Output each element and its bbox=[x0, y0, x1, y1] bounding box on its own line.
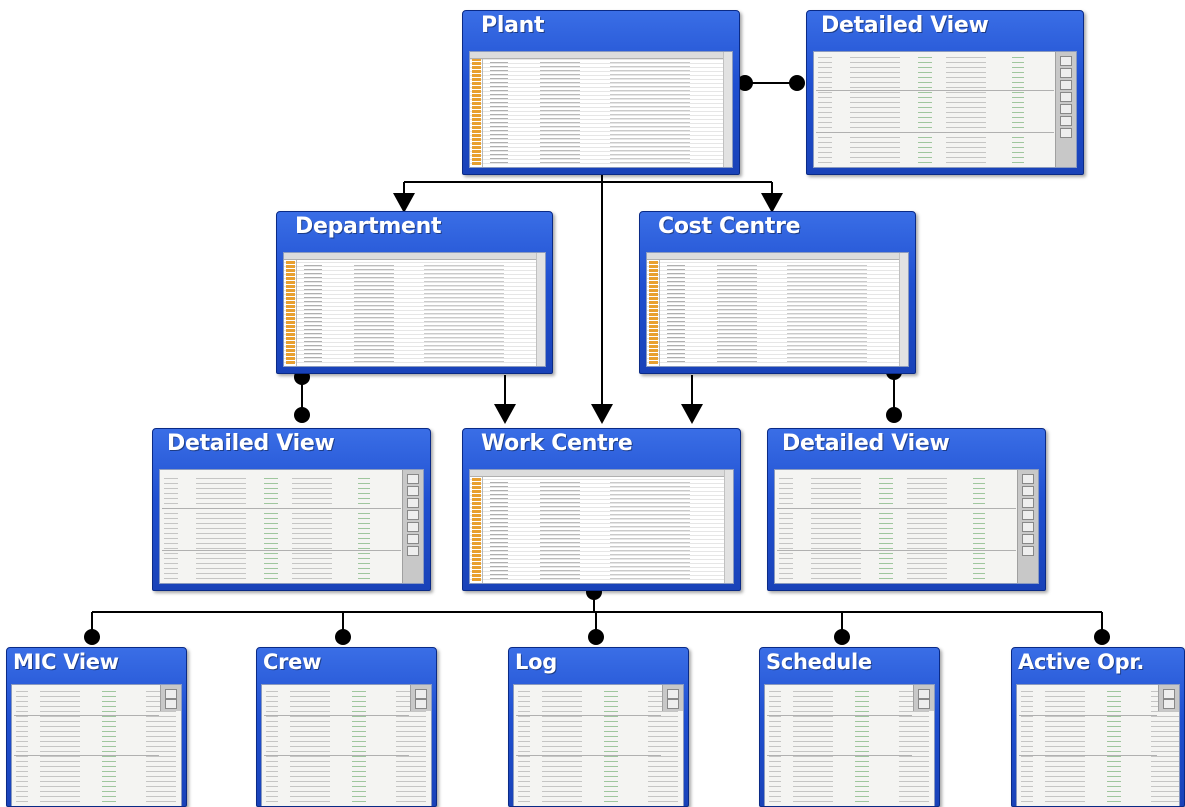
detail-form-icon bbox=[11, 684, 182, 806]
department-panel[interactable]: Department bbox=[276, 211, 553, 374]
detail-form-icon bbox=[159, 469, 424, 584]
schedule-panel[interactable]: Schedule bbox=[759, 647, 940, 807]
detailed-view-right-panel[interactable]: Detailed View bbox=[767, 428, 1046, 591]
detail-form-icon bbox=[774, 469, 1039, 584]
crew-panel[interactable]: Crew bbox=[256, 647, 437, 807]
panel-title: Plant bbox=[481, 13, 545, 38]
detail-form-icon bbox=[261, 684, 432, 806]
detail-form-icon bbox=[1016, 684, 1180, 806]
panel-title: Department bbox=[295, 214, 442, 239]
detail-form-icon bbox=[764, 684, 935, 806]
cost-centre-panel[interactable]: Cost Centre bbox=[639, 211, 916, 374]
detail-form-icon bbox=[813, 51, 1077, 168]
work-centre-panel[interactable]: Work Centre bbox=[462, 428, 741, 591]
arrow-workcentre-from-department bbox=[494, 404, 516, 424]
panel-title: Cost Centre bbox=[658, 214, 801, 239]
table-grid-icon bbox=[469, 469, 734, 584]
log-panel[interactable]: Log bbox=[508, 647, 689, 807]
detail-form-icon bbox=[513, 684, 684, 806]
panel-title: Detailed View bbox=[821, 13, 989, 38]
arrow-workcentre-from-plant bbox=[591, 404, 613, 424]
table-grid-icon bbox=[646, 252, 909, 367]
detailed-view-left-panel[interactable]: Detailed View bbox=[152, 428, 431, 591]
panel-title: Detailed View bbox=[167, 431, 335, 456]
table-grid-icon bbox=[469, 51, 733, 168]
plant-panel[interactable]: Plant bbox=[462, 10, 740, 175]
active-opr-panel[interactable]: Active Opr. bbox=[1011, 647, 1185, 807]
table-grid-icon bbox=[283, 252, 546, 367]
arrow-workcentre-from-costcentre bbox=[681, 404, 703, 424]
arrow-costcentre bbox=[761, 193, 783, 213]
panel-title: Log bbox=[515, 650, 557, 674]
panel-title: Crew bbox=[263, 650, 322, 674]
panel-title: Schedule bbox=[766, 650, 872, 674]
panel-title: Detailed View bbox=[782, 431, 950, 456]
mic-view-panel[interactable]: MIC View bbox=[6, 647, 187, 807]
arrow-department bbox=[393, 193, 415, 213]
detailed-view-top-panel[interactable]: Detailed View bbox=[806, 10, 1084, 175]
panel-title: Active Opr. bbox=[1018, 650, 1145, 674]
panel-title: Work Centre bbox=[481, 431, 633, 456]
panel-title: MIC View bbox=[13, 650, 119, 674]
